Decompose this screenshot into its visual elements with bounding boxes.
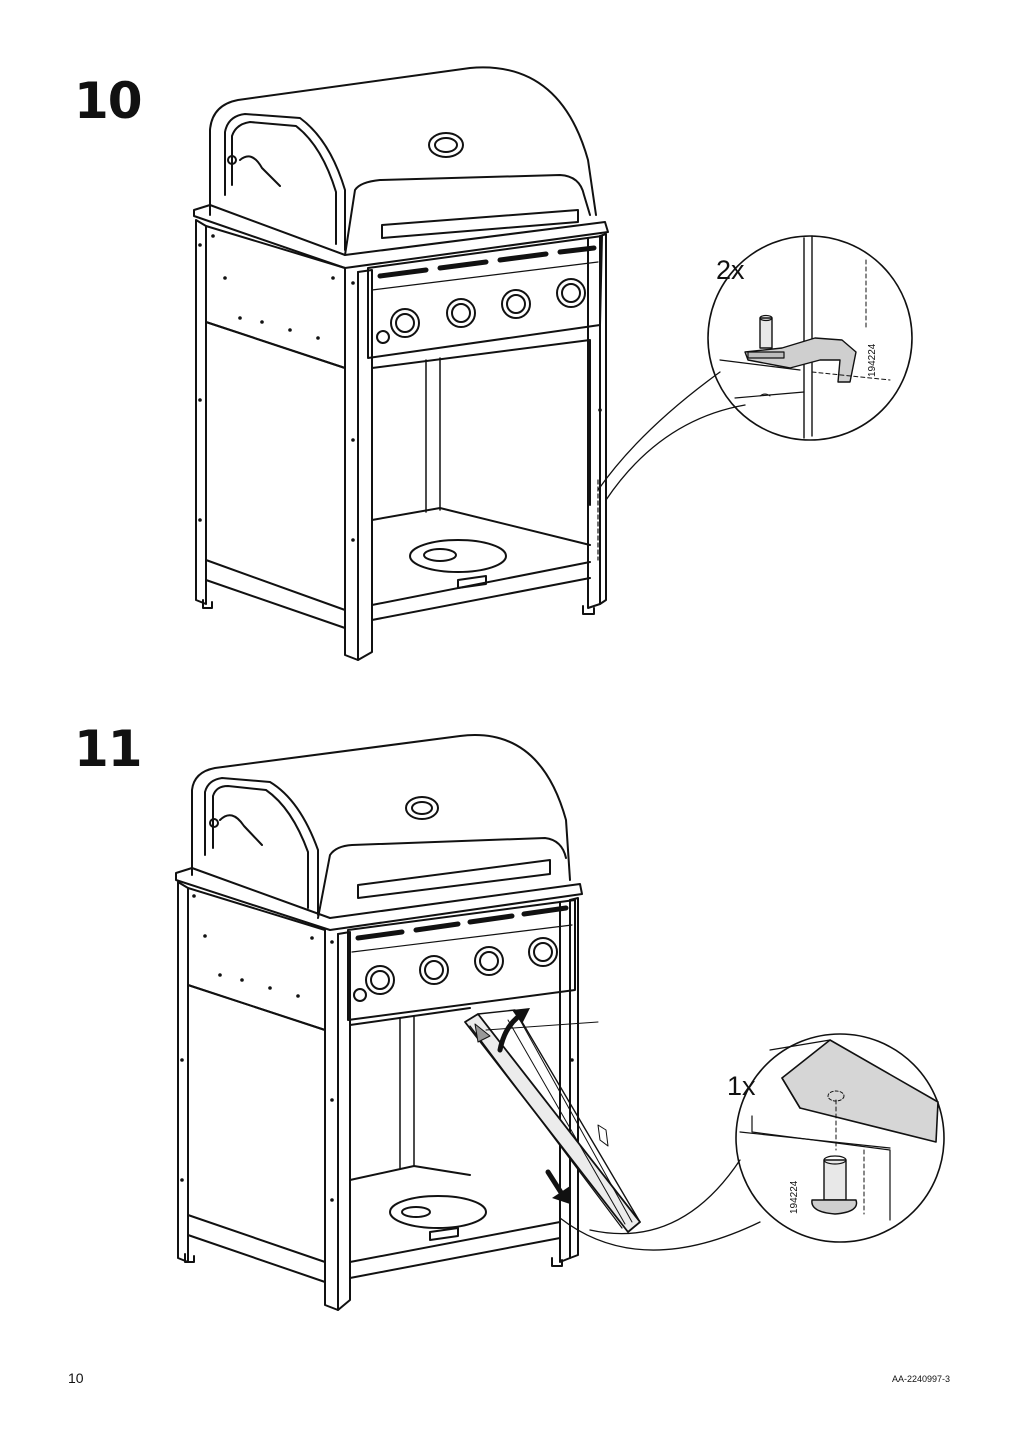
grill-illustration-step-11 bbox=[175, 734, 641, 1311]
page-number: 10 bbox=[68, 1370, 84, 1386]
grill-illustration-step-10 bbox=[193, 66, 609, 661]
quantity-label-step-11: 1x bbox=[727, 1071, 756, 1101]
detail-callout-step-11: 1x 194224 bbox=[559, 1033, 945, 1251]
detail-callout-step-10: 2x 194224 bbox=[597, 235, 913, 501]
part-number-step-11: 194224 bbox=[789, 1180, 800, 1214]
part-number-step-10: 194224 bbox=[867, 343, 878, 377]
document-id: AA-2240997-3 bbox=[891, 1374, 950, 1384]
quantity-label-step-10: 2x bbox=[716, 255, 745, 285]
step-number-10: 10 bbox=[74, 72, 143, 130]
step-number-11: 11 bbox=[74, 720, 143, 778]
